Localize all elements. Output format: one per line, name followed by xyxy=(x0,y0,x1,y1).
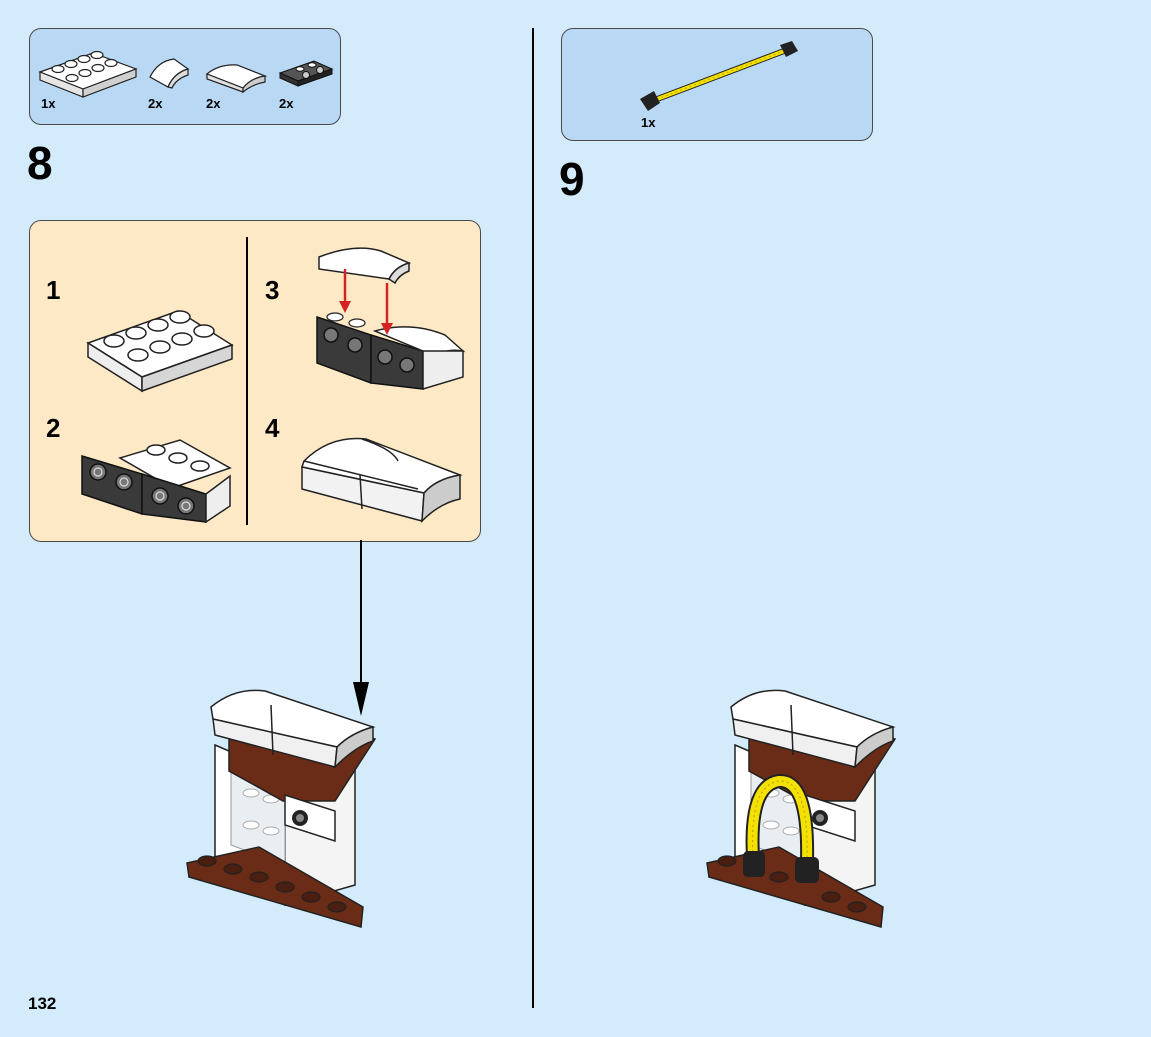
subassembly-box: 1 2 3 4 xyxy=(29,220,481,542)
step9-model-icon xyxy=(706,689,897,928)
white-curved-slope-icon xyxy=(205,64,268,94)
page-number: 132 xyxy=(28,994,57,1013)
step8-parts-box: 1x 2x 2x 2x xyxy=(29,28,341,125)
substep-number: 1 xyxy=(46,275,61,305)
step-number: 9 xyxy=(559,153,585,205)
white-plate-icon xyxy=(86,310,234,393)
white-plate-2x4-icon xyxy=(38,50,138,98)
part-qty: 1x xyxy=(641,115,656,130)
substep-number: 3 xyxy=(265,275,280,305)
step8-model-icon xyxy=(186,689,377,928)
substep-number: 4 xyxy=(265,413,280,443)
assembly-arrow xyxy=(353,540,369,716)
substep-number: 2 xyxy=(46,413,61,443)
part-qty: 2x xyxy=(148,96,163,111)
page-divider xyxy=(532,28,534,1008)
part-qty: 1x xyxy=(41,96,56,111)
plate-with-brackets-icon xyxy=(81,439,232,524)
white-curved-slope-small-icon xyxy=(149,58,190,89)
step-number: 8 xyxy=(27,137,53,189)
double-slope-assembly-icon xyxy=(301,437,463,523)
step9-parts-box: 1x xyxy=(561,28,873,141)
yellow-flex-hose-icon xyxy=(640,41,798,111)
part-qty: 2x xyxy=(279,96,294,111)
part-qty: 2x xyxy=(206,96,221,111)
substep-divider xyxy=(246,237,248,525)
bracket-slope-attach-icon xyxy=(316,247,466,391)
black-bracket-icon xyxy=(278,60,334,87)
